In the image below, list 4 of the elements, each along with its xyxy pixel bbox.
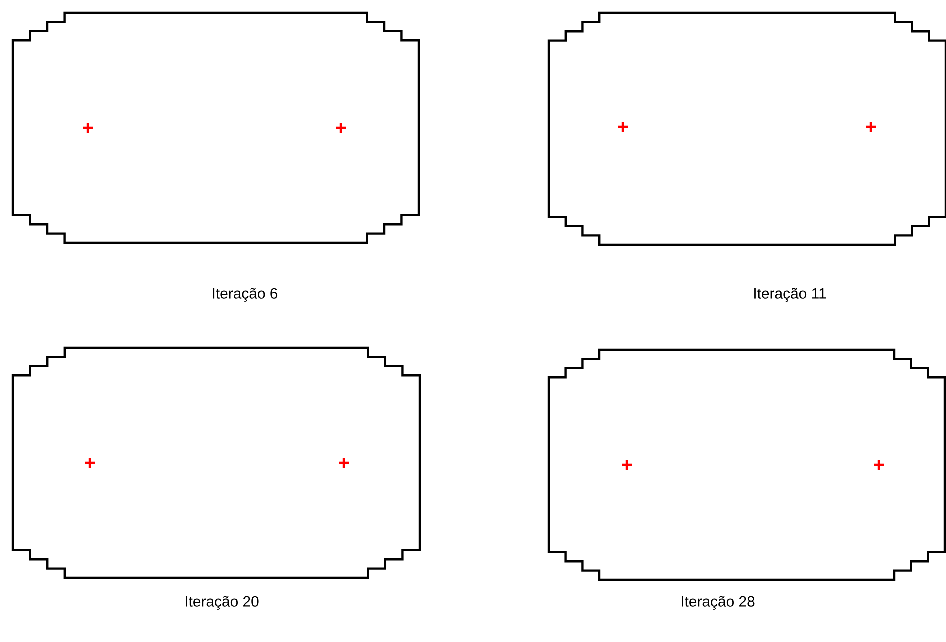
caption: Iteração 20 xyxy=(186,596,259,610)
caption: Iteração 11 xyxy=(754,288,826,302)
caption: Iteração 28 xyxy=(682,596,755,610)
caption: Iteração 6 xyxy=(213,288,278,302)
